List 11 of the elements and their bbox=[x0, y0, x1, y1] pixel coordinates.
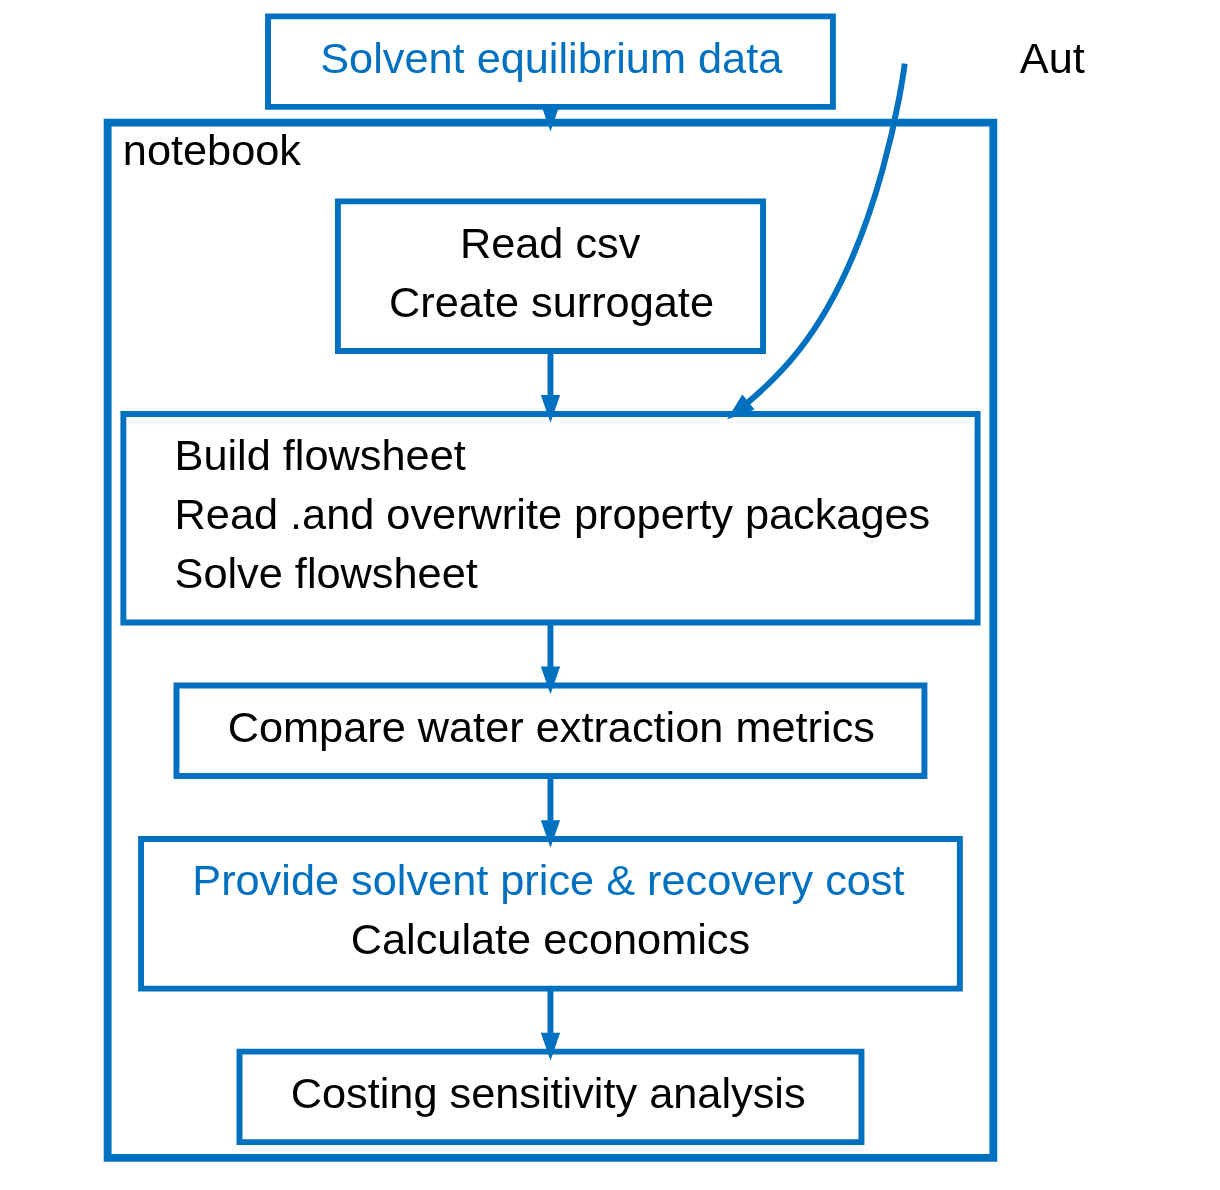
node-box: Provide solvent price & recovery cost Calculate economics bbox=[137, 836, 963, 992]
arrow bbox=[540, 776, 560, 848]
arrow bbox=[540, 988, 560, 1061]
label: Aut bbox=[1019, 33, 1085, 82]
node-box: Costing sensitivity analysis bbox=[236, 1048, 864, 1146]
node-box: Build flowsheet Read .and overwrite property packages Solve flowsheet bbox=[119, 410, 981, 626]
arrow bbox=[540, 351, 560, 423]
arrow bbox=[726, 63, 908, 420]
arrow bbox=[540, 622, 560, 695]
node-box: Compare water extraction metrics bbox=[173, 682, 927, 780]
node-box: Read csv Create surrogate bbox=[334, 198, 766, 354]
